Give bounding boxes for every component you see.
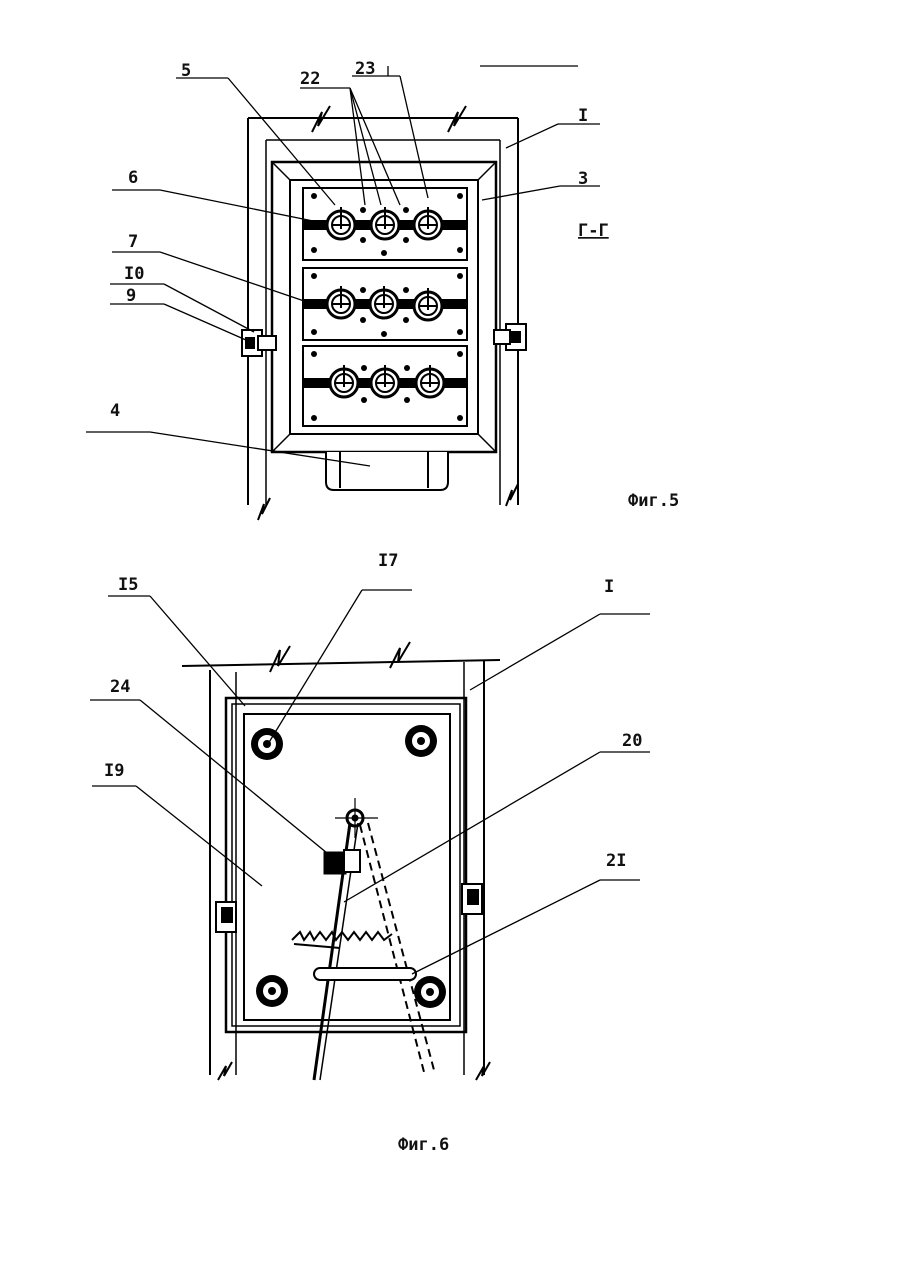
fig6-leader-lines [90,590,650,974]
fig5-label-10: I0 [124,264,144,284]
fig6-label-24: 24 [110,677,130,697]
fig5-label-7: 7 [128,232,138,252]
fig5-section-label: Г-Г [578,221,609,241]
fig6-label-21: 2I [606,851,626,871]
fig6-label-15: I5 [118,575,138,595]
fig6-label-17: I7 [378,551,398,571]
fig5-label-22: 22 [300,69,320,89]
fig5-label-3: 3 [578,169,588,189]
fig5-terminal-blocks [303,188,467,426]
fig5-base-block [326,452,448,490]
fig6-side-latches [216,884,482,932]
fig5-label-1: I [578,106,588,126]
fig5-label-9: 9 [126,286,136,306]
figure-6: I7 I5 I 24 I9 20 2I Фиг.6 [90,551,650,1155]
fig5-label-6: 6 [128,168,138,188]
fig6-label-1: I [604,577,614,597]
fig6-caption: Фиг.6 [398,1135,449,1155]
fig5-caption: Фиг.5 [628,491,679,511]
fig6-label-19: I9 [104,761,124,781]
fig6-lever-mechanism [292,798,434,1080]
figure-5: 5 22 23 I 3 6 7 I0 9 4 Г-Г Фиг.5 [86,59,679,520]
fig5-leader-lines [86,66,600,466]
fig5-label-5: 5 [181,61,191,81]
fig6-label-20: 20 [622,731,642,751]
fig5-label-23: 23 [355,59,375,79]
fig5-label-4: 4 [110,401,120,421]
